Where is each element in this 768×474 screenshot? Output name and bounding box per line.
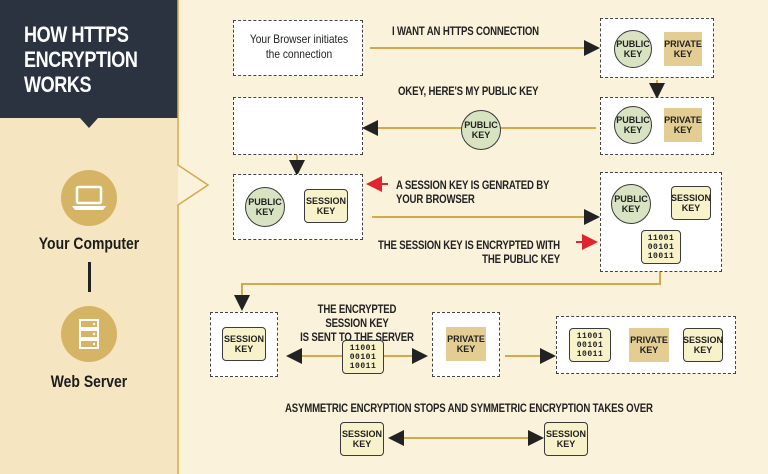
encrypted-session-key: 11001 00101 10011 bbox=[569, 328, 611, 362]
session-key-square: SESSION KEY bbox=[304, 189, 348, 223]
public-key-circle: PUBLIC KEY bbox=[614, 106, 652, 144]
private-key-square: PRIVATE KEY bbox=[629, 328, 669, 362]
heres-public-key-label: OKEY, HERE'S MY PUBLIC KEY bbox=[398, 84, 539, 98]
server-keys-box-1: PUBLIC KEY PRIVATE KEY bbox=[600, 18, 714, 78]
connector-line bbox=[88, 262, 91, 292]
encrypted-session-key: 11001 00101 10011 bbox=[641, 230, 681, 264]
browser-session-box: SESSION KEY bbox=[210, 312, 278, 377]
browser-session-key: SESSION KEY bbox=[340, 422, 384, 456]
server-keys-box-2: PUBLIC KEY PRIVATE KEY bbox=[600, 97, 714, 155]
public-key-circle: PUBLIC KEY bbox=[245, 187, 285, 227]
title-pointer bbox=[80, 118, 98, 128]
browser-initiates-text: Your Browser initiates the connection bbox=[249, 32, 349, 61]
public-key-circle: PUBLIC KEY bbox=[614, 30, 652, 68]
asymmetric-stops-label: ASYMMETRIC ENCRYPTION STOPS AND SYMMETRI… bbox=[285, 401, 653, 415]
public-key-in-transit: PUBLIC KEY bbox=[461, 110, 501, 150]
private-key-square: PRIVATE KEY bbox=[664, 32, 702, 66]
server-label: Web Server bbox=[50, 372, 128, 391]
session-key-square: SESSION KEY bbox=[222, 327, 266, 361]
browser-receive-box bbox=[233, 97, 363, 155]
server-session-key: SESSION KEY bbox=[544, 422, 588, 456]
server-private-box: PRIVATE KEY bbox=[432, 312, 500, 377]
title-banner: HOW HTTPS ENCRYPTION WORKS bbox=[0, 0, 178, 118]
server-icon bbox=[61, 306, 117, 362]
want-https-label: I WANT AN HTTPS CONNECTION bbox=[392, 24, 539, 38]
laptop-icon bbox=[61, 170, 117, 226]
private-key-square: PRIVATE KEY bbox=[446, 327, 486, 361]
decryption-box: 11001 00101 10011 PRIVATE KEY SESSION KE… bbox=[556, 316, 736, 374]
private-key-square: PRIVATE KEY bbox=[664, 108, 702, 142]
encrypted-sent-label: THE ENCRYPTED SESSION KEY IS SENT TO THE… bbox=[300, 302, 414, 344]
page-title: HOW HTTPS ENCRYPTION WORKS bbox=[24, 22, 138, 97]
session-key-square: SESSION KEY bbox=[683, 328, 723, 362]
session-key-generated-label: A SESSION KEY IS GENRATED BY YOUR BROWSE… bbox=[396, 178, 550, 206]
browser-keys-box: PUBLIC KEY SESSION KEY bbox=[233, 174, 363, 240]
public-key-circle: PUBLIC KEY bbox=[611, 184, 651, 224]
session-key-square: SESSION KEY bbox=[671, 186, 711, 220]
browser-initiates-box: Your Browser initiates the connection bbox=[233, 20, 363, 76]
session-key-encrypted-label: THE SESSION KEY IS ENCRYPTED WITH THE PU… bbox=[378, 238, 560, 266]
encrypted-session-key-transit: 11001 00101 10011 bbox=[342, 340, 384, 374]
encryption-box: PUBLIC KEY SESSION KEY 11001 00101 10011 bbox=[600, 172, 722, 272]
computer-label: Your Computer bbox=[38, 234, 140, 253]
